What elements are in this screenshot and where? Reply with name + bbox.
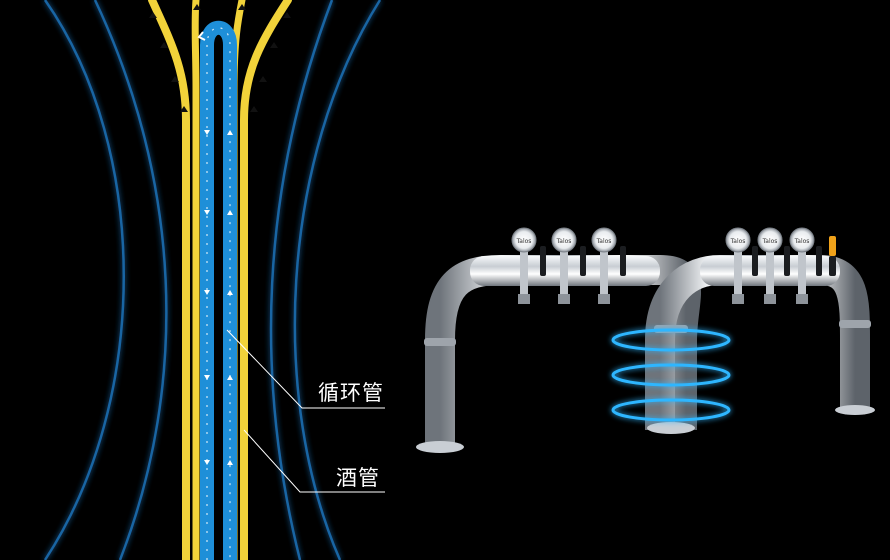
- flow-arrow-icon: [250, 106, 258, 112]
- beer-pipe-right: [244, 0, 288, 560]
- tower-base-middle: [647, 422, 695, 434]
- svg-text:Talos: Talos: [596, 238, 612, 245]
- flow-arrow-icon: [270, 42, 278, 48]
- beer-pipes: [152, 0, 288, 560]
- tap-handle-accent: [829, 236, 836, 256]
- svg-text:Talos: Talos: [794, 238, 810, 245]
- beer-pipe-left: [152, 0, 186, 560]
- svg-text:Talos: Talos: [556, 238, 572, 245]
- beer-pipe-label: 酒管: [336, 462, 380, 492]
- circulation-pipe-label: 循环管: [318, 377, 384, 407]
- svg-text:Talos: Talos: [730, 238, 746, 245]
- flow-arrows: [149, 4, 291, 112]
- beer-pipe-left-2: [195, 0, 196, 560]
- svg-text:Talos: Talos: [762, 238, 778, 245]
- flow-arrow-icon: [259, 76, 267, 82]
- tower-base-right: [835, 405, 875, 415]
- beer-tower: Talos Talos Talos Talos Talos: [416, 228, 875, 453]
- field-line-inner-left: [95, 0, 166, 560]
- svg-text:Talos: Talos: [516, 238, 532, 245]
- field-line-outer-left: [45, 0, 124, 560]
- circulation-pipe: [199, 28, 230, 560]
- field-line-inner-right: [271, 0, 332, 560]
- tower-base-left: [416, 441, 464, 453]
